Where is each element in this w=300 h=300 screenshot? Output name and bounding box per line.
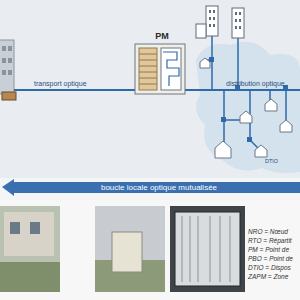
callout-label: DTIO — [264, 158, 279, 164]
abbreviation-note: ZAPM = Zone — [248, 273, 288, 280]
band-node: boucle locale optique mutualisée — [14, 182, 300, 193]
node-title: PM — [132, 30, 192, 42]
cabinet-node: PM — [132, 30, 192, 98]
abbreviation-note: DTIO = Dispos — [248, 264, 291, 271]
abbreviation-note: PM = Point de — [248, 246, 289, 253]
abbreviation-note: RTO = Répartit — [248, 237, 292, 244]
abbreviation-note: NRO = Nœud — [248, 228, 288, 235]
abbreviation-note: PBO = Point de — [248, 255, 293, 262]
line-label: transport optique — [34, 80, 87, 88]
band-text: boucle locale optique mutualisée — [14, 182, 300, 193]
line-label: distribution optique — [226, 80, 285, 88]
